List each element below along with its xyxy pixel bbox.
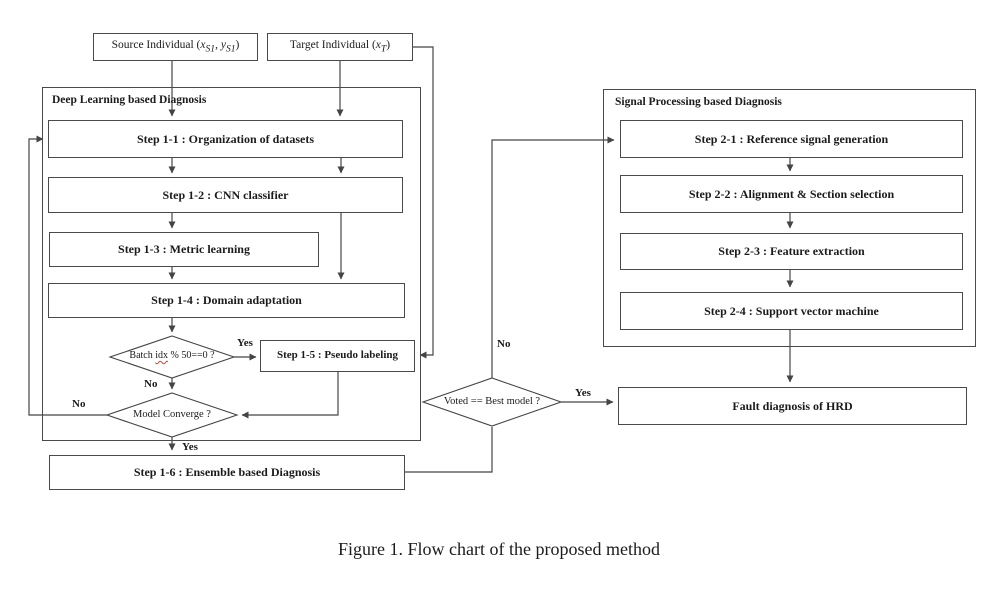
step-2-2-box: Step 2-2 : Alignment & Section selection — [620, 175, 963, 213]
step-2-4-box: Step 2-4 : Support vector machine — [620, 292, 963, 330]
batch-label-misspelled-word: idx — [155, 350, 169, 361]
step-1-4-box: Step 1-4 : Domain adaptation — [48, 283, 405, 318]
batch-no-label: No — [144, 378, 158, 390]
source-individual-box: Source Individual (xS1, yS1) — [93, 33, 258, 61]
batch-label-pre: Batch — [129, 350, 156, 361]
deep-learning-title: Deep Learning based Diagnosis — [52, 94, 207, 106]
signal-processing-container — [603, 89, 976, 347]
target-individual-box: Target Individual (xT) — [267, 33, 413, 61]
step-1-1-box: Step 1-1 : Organization of datasets — [48, 120, 403, 158]
model-converge-label: Model Converge ? — [133, 409, 211, 420]
edge-voted-no-to-step-2-1 — [491, 136, 615, 378]
edge-step-1-5-to-converge — [241, 372, 339, 419]
deep-learning-container — [42, 87, 421, 441]
target-individual-label: Target Individual (xT) — [289, 39, 391, 55]
signal-processing-title: Signal Processing based Diagnosis — [615, 96, 782, 108]
voted-yes-label: Yes — [575, 387, 591, 399]
edge-step-1-6-to-voted — [405, 427, 493, 473]
voted-no-label: No — [497, 338, 511, 350]
step-1-3-box: Step 1-3 : Metric learning — [49, 232, 319, 267]
converge-no-label: No — [72, 398, 86, 410]
voted-decision-label: Voted == Best model ? — [443, 396, 541, 407]
batch-label-post: % 50==0 ? — [168, 350, 215, 361]
fault-diagnosis-box: Fault diagnosis of HRD — [618, 387, 967, 425]
voted-decision-diamond — [421, 377, 563, 427]
step-2-3-box: Step 2-3 : Feature extraction — [620, 233, 963, 270]
edge-converge-no-loop-to-step-1-1 — [28, 135, 107, 416]
batch-decision-diamond — [108, 335, 236, 379]
step-1-2-box: Step 1-2 : CNN classifier — [48, 177, 403, 213]
batch-decision-label: Batch idx % 50==0 ? — [110, 351, 234, 361]
step-1-6-box: Step 1-6 : Ensemble based Diagnosis — [49, 455, 405, 490]
converge-yes-label: Yes — [182, 441, 198, 453]
figure-caption: Figure 1. Flow chart of the proposed met… — [338, 539, 660, 559]
model-converge-diamond — [105, 392, 239, 438]
edge-target-to-step-1-5 — [413, 46, 434, 359]
step-2-1-box: Step 2-1 : Reference signal generation — [620, 120, 963, 158]
source-individual-label: Source Individual (xS1, yS1) — [111, 39, 240, 55]
batch-yes-label: Yes — [237, 337, 253, 349]
step-1-5-box: Step 1-5 : Pseudo labeling — [260, 340, 415, 372]
